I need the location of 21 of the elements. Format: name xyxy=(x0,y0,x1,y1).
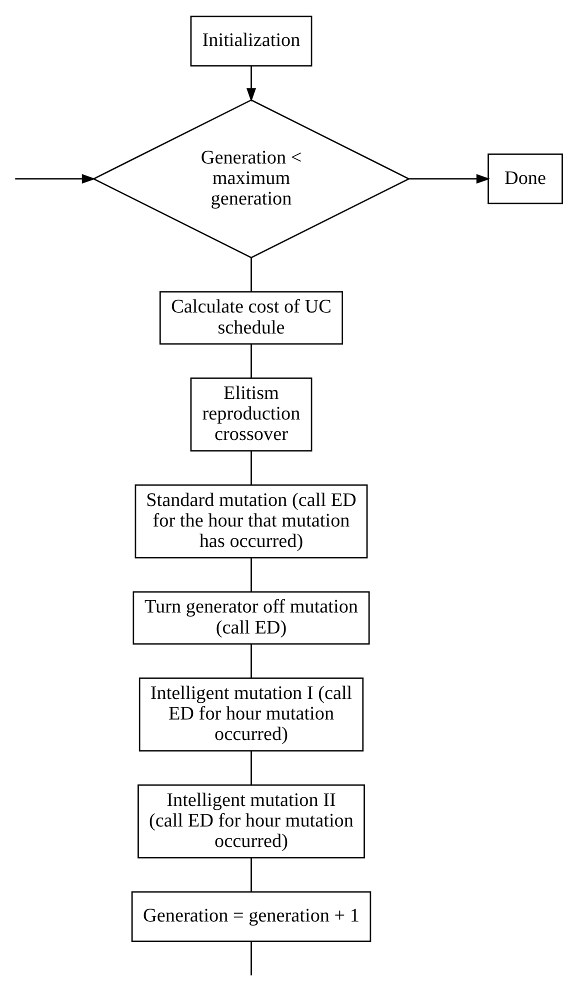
node-box: Intelligent mutation II (call ED for hour mutation occurred) xyxy=(138,784,365,858)
node-box: Generation = generation + 1 xyxy=(131,891,372,942)
connector xyxy=(250,941,252,976)
connector xyxy=(250,558,252,592)
node-box: Standard mutation (call ED for the hour that mutation has occurred) xyxy=(134,484,368,558)
node-box: Intelligent mutation I (call ED for hour mutation occurred) xyxy=(138,678,364,752)
connector xyxy=(250,258,252,292)
node-box: Calculate cost of UC schedule xyxy=(159,291,344,345)
node-diamond: Generation < maximum generation xyxy=(92,99,410,258)
connector xyxy=(250,644,252,678)
arrow xyxy=(15,174,96,184)
connector xyxy=(250,858,252,892)
node-box: Initialization xyxy=(190,16,312,66)
arrow xyxy=(246,66,256,102)
node-box: Turn generator off mutation (call ED) xyxy=(132,591,370,645)
arrow xyxy=(409,174,490,184)
connector xyxy=(250,451,252,485)
node-box: Elitism reproduction crossover xyxy=(190,378,312,452)
connector xyxy=(250,344,252,378)
node-box: Done xyxy=(488,154,563,204)
connector xyxy=(250,751,252,785)
